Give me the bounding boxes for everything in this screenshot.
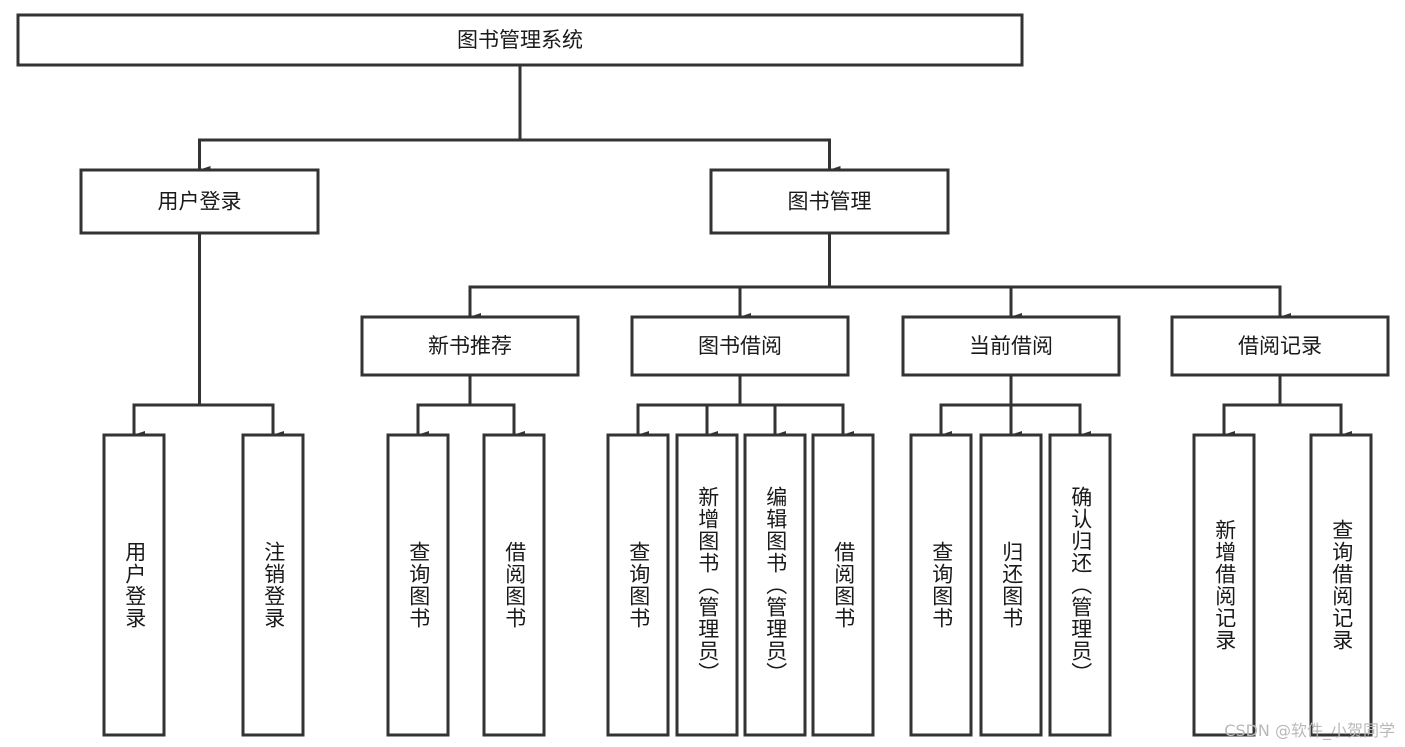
node-label-login: 用户登录 bbox=[158, 190, 242, 214]
node-box-leaf-current-2[interactable] bbox=[979, 433, 1043, 737]
node-box-layer bbox=[16, 13, 1390, 737]
node-box-bookmgmt[interactable] bbox=[709, 168, 950, 235]
node-box-records[interactable] bbox=[1170, 315, 1390, 377]
node-box-leaf-login-2[interactable] bbox=[241, 433, 305, 737]
node-label-root: 图书管理系统 bbox=[457, 28, 583, 52]
node-box-current[interactable] bbox=[901, 315, 1121, 377]
node-label-bookmgmt: 图书管理 bbox=[788, 190, 872, 214]
node-box-newbook[interactable] bbox=[360, 315, 580, 377]
node-box-leaf-borrow-1[interactable] bbox=[606, 433, 670, 737]
node-box-leaf-records-2[interactable] bbox=[1309, 433, 1373, 737]
node-box-leaf-current-3[interactable] bbox=[1048, 433, 1112, 737]
node-box-leaf-newbook-2[interactable] bbox=[482, 433, 546, 737]
node-box-leaf-login-1[interactable] bbox=[102, 433, 166, 737]
node-box-login[interactable] bbox=[79, 168, 320, 235]
node-box-leaf-borrow-4[interactable] bbox=[811, 433, 875, 737]
node-box-borrow[interactable] bbox=[630, 315, 850, 377]
node-box-leaf-records-1[interactable] bbox=[1192, 433, 1256, 737]
node-label-newbook: 新书推荐 bbox=[428, 334, 512, 358]
node-box-leaf-current-1[interactable] bbox=[909, 433, 973, 737]
node-box-leaf-borrow-3[interactable] bbox=[743, 433, 807, 737]
node-label-records: 借阅记录 bbox=[1238, 334, 1322, 358]
node-label-current: 当前借阅 bbox=[969, 334, 1053, 358]
node-box-leaf-borrow-2[interactable] bbox=[675, 433, 739, 737]
node-box-root[interactable] bbox=[16, 13, 1024, 67]
csdn-watermark: CSDN @软件_小贺同学 bbox=[1224, 721, 1395, 740]
node-label-borrow: 图书借阅 bbox=[698, 334, 782, 358]
node-box-leaf-newbook-1[interactable] bbox=[386, 433, 450, 737]
connector-layer bbox=[132, 63, 1352, 439]
